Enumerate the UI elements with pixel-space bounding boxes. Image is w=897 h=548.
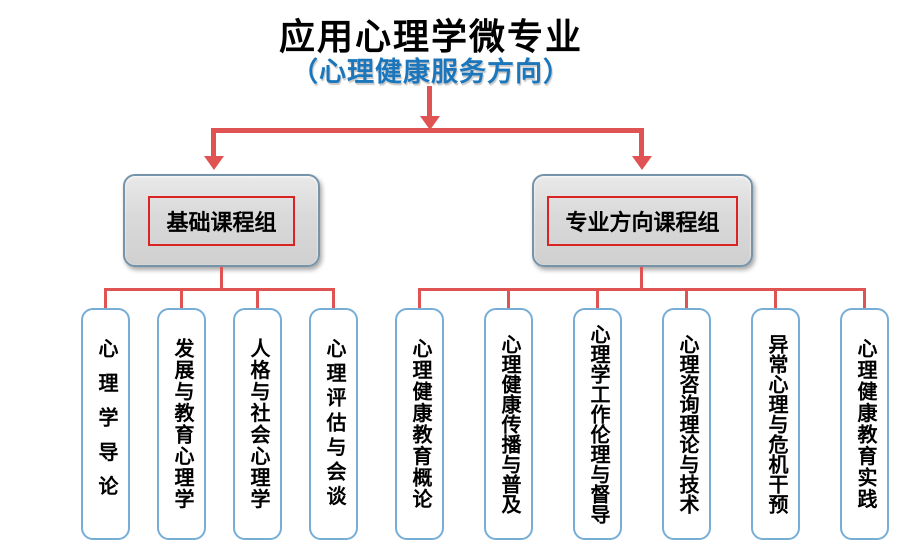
course-box: 心理健康教育实践 (840, 308, 889, 540)
connector-left-arrowhead-icon (204, 156, 224, 170)
connector-right-drop (639, 130, 644, 158)
connector-left-stub-4 (332, 291, 335, 308)
connector-right-group-hline (418, 288, 866, 291)
connector-left-stub-1 (104, 291, 107, 308)
connector-top-hbar (211, 128, 644, 133)
course-label: 心理健康教育实践 (854, 338, 876, 510)
course-box: 心理健康教育概论 (395, 308, 444, 540)
group-label-professional-courses: 专业方向课程组 (547, 195, 738, 246)
connector-right-arrowhead-icon (632, 156, 652, 170)
connector-left-stub-2 (180, 291, 183, 308)
course-box: 发展与教育心理学 (157, 308, 206, 540)
connector-root-arrowhead-icon (420, 116, 440, 130)
course-box: 心理健康传播与普及 (484, 308, 533, 540)
connector-right-stub-2 (507, 291, 510, 308)
course-label: 心理咨询理论与技术 (676, 334, 698, 514)
connector-right-stub-4 (685, 291, 688, 308)
connector-right-stub-1 (418, 291, 421, 308)
connector-left-group-hline (104, 288, 335, 291)
page-subtitle: （心理健康服务方向） (291, 57, 571, 87)
connector-root-vline (427, 86, 432, 118)
course-label: 异常心理与危机干预 (765, 334, 787, 514)
page-title: 应用心理学微专业 (278, 16, 583, 57)
course-box: 心理咨询理论与技术 (662, 308, 711, 540)
connector-left-group-stem (220, 267, 223, 288)
course-label: 心理学导论 (95, 338, 117, 510)
connector-right-stub-6 (863, 291, 866, 308)
course-label: 心理健康教育概论 (409, 338, 431, 510)
connector-left-stub-3 (256, 291, 259, 308)
course-box: 心理评估与会谈 (309, 308, 358, 540)
course-box: 心理学工作伦理与督导 (573, 308, 622, 540)
course-label: 心理评估与会谈 (323, 338, 345, 510)
group-label-basic-courses: 基础课程组 (148, 195, 295, 246)
connector-left-drop (211, 130, 216, 158)
group-box-professional-courses: 专业方向课程组 (532, 174, 753, 267)
connector-right-stub-5 (774, 291, 777, 308)
course-label: 心理学工作伦理与督导 (587, 324, 609, 524)
connector-right-group-stem (640, 267, 643, 288)
course-box: 异常心理与危机干预 (751, 308, 800, 540)
course-label: 心理健康传播与普及 (498, 334, 520, 514)
group-box-basic-courses: 基础课程组 (123, 174, 320, 267)
course-label: 发展与教育心理学 (171, 338, 193, 510)
course-box: 人格与社会心理学 (233, 308, 282, 540)
course-label: 人格与社会心理学 (247, 338, 269, 510)
course-box: 心理学导论 (81, 308, 130, 540)
connector-right-stub-3 (596, 291, 599, 308)
